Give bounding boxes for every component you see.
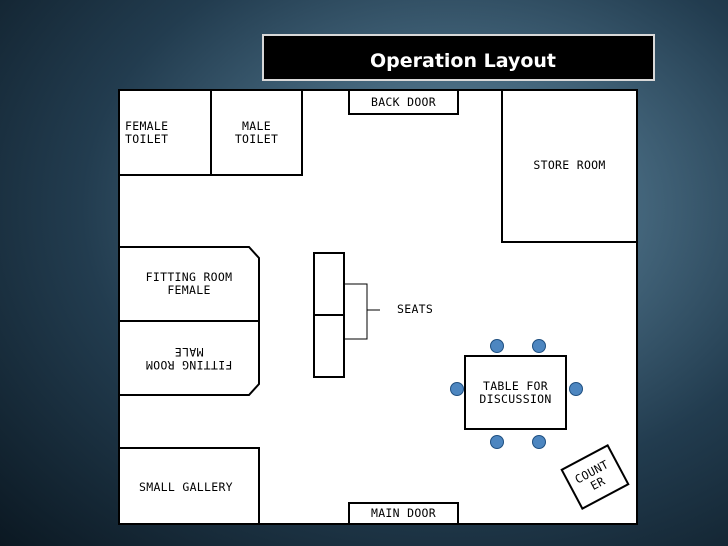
male-toilet-label: MALE TOILET	[234, 119, 279, 146]
back-door-label: BACK DOOR	[370, 95, 436, 109]
chair-top-right	[532, 339, 546, 353]
seat-bench-upper	[313, 252, 345, 316]
fitting-room-male-label: FITTING ROOM MALE	[145, 345, 233, 372]
main-door	[348, 502, 459, 525]
page-title: Operation Layout	[370, 50, 557, 72]
chair-left	[450, 382, 464, 396]
chair-bottom-left	[490, 435, 504, 449]
chair-right	[569, 382, 583, 396]
seat-bench-lower	[313, 314, 345, 378]
small-gallery-room	[118, 447, 260, 525]
chair-top-left	[490, 339, 504, 353]
fitting-room-female-outline	[118, 246, 260, 322]
store-room	[501, 89, 638, 243]
chair-bottom-right	[532, 435, 546, 449]
counter	[560, 444, 630, 510]
discussion-table	[464, 355, 567, 430]
seats-bracket	[344, 283, 380, 340]
store-room-label: STORE ROOM	[533, 158, 606, 172]
female-toilet-label: FEMALE TOILET	[125, 119, 169, 146]
male-toilet-room	[210, 89, 303, 176]
title-bar	[262, 34, 655, 81]
fitting-room-female-label: FITTING ROOM FEMALE	[145, 270, 233, 297]
seats-label: SEATS	[397, 302, 434, 316]
small-gallery-label: SMALL GALLERY	[139, 480, 233, 494]
main-door-label: MAIN DOOR	[370, 506, 436, 520]
back-door	[348, 89, 459, 115]
fitting-room-male-outline	[118, 320, 260, 396]
table-for-discussion-label: TABLE FOR DISCUSSION	[479, 379, 552, 406]
